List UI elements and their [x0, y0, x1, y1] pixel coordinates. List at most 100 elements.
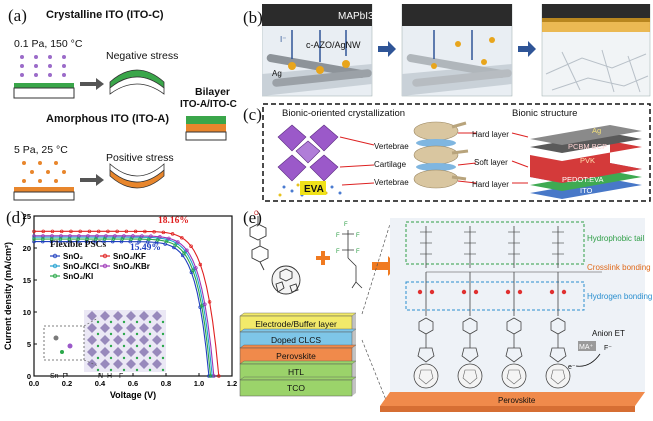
legend-entry: SnO₂/KBr — [113, 262, 150, 271]
inset-lattice — [43, 310, 166, 372]
series-point — [69, 229, 73, 234]
arrow-right-icon — [80, 78, 104, 90]
series-point — [164, 239, 169, 244]
series-point — [104, 234, 108, 238]
series-point — [185, 248, 189, 252]
bilayer-substrate — [185, 131, 227, 141]
series-point — [149, 234, 153, 238]
series-point — [95, 234, 99, 238]
purple-deposition-dots — [20, 55, 66, 77]
series-point — [77, 234, 81, 238]
cartilage-label: Cartilage — [374, 160, 407, 169]
series-point — [161, 230, 166, 235]
bilayer-title: Bilayer — [195, 86, 231, 98]
series-point — [86, 234, 90, 238]
x-tick-label: 1.2 — [227, 379, 237, 388]
fullerene-ball — [545, 363, 571, 389]
series-point — [167, 236, 171, 241]
series-point — [59, 229, 64, 234]
amorphous-title: Amorphous ITO (ITO-A) — [46, 113, 170, 125]
stack-layer-label: Doped CLCS — [271, 335, 321, 345]
series-point — [96, 229, 101, 234]
x-tick-label: 0.0 — [29, 379, 39, 388]
series-point — [102, 237, 107, 241]
hard-layer-label-2: Hard layer — [472, 180, 509, 189]
series-line-3 — [34, 235, 215, 377]
panel-label-b: (b) — [243, 8, 263, 27]
series-line-4 — [34, 238, 212, 377]
series-point — [152, 229, 156, 234]
x-tick-label: 0.2 — [62, 379, 72, 388]
series-point — [194, 266, 198, 270]
spine-illustration — [413, 121, 469, 189]
y-tick-label: 10 — [23, 308, 31, 317]
series-line-0 — [34, 241, 210, 377]
positive-stress-label: Positive stress — [106, 152, 174, 164]
series-point — [124, 229, 129, 234]
arrow-right-icon-b1 — [378, 41, 396, 57]
series-point — [198, 262, 203, 267]
hard-layer-label-1: Hard layer — [472, 130, 509, 139]
panel-c-graphics: Bionic-oriented crystallization Bionic s… — [262, 103, 651, 202]
y-tick-label: 0 — [27, 372, 31, 381]
series-point — [176, 240, 180, 244]
series-point — [32, 237, 36, 241]
inset-label-snf: Sn–F — [50, 373, 67, 380]
series-point — [133, 229, 138, 234]
bilayer-orange — [186, 124, 226, 132]
fullerene-ball — [457, 363, 483, 389]
hbond-box — [405, 281, 585, 311]
molecular-chains — [413, 226, 602, 389]
panel-label-c: (c) — [243, 105, 262, 124]
series-point — [143, 229, 147, 234]
x-axis-label: Voltage (V) — [110, 390, 156, 400]
legend-entry: SnO₂/KCl — [63, 262, 99, 271]
series-point — [207, 300, 212, 304]
vertebrae-label-1: Vertebrae — [374, 142, 409, 151]
bilayer-subtitle: ITO-A/ITO-C — [180, 99, 237, 110]
bionic-structure-title: Bionic structure — [512, 108, 577, 119]
fullerene-ball — [413, 363, 439, 389]
degraded-network — [545, 49, 649, 93]
series-point — [76, 237, 80, 241]
panel-label-e: (e) — [243, 208, 262, 227]
x-tick-label: 0.8 — [161, 379, 171, 388]
series-point — [87, 229, 92, 234]
orange-deposition-dots — [22, 161, 66, 183]
bionic-crystallization-title: Bionic-oriented crystallization — [282, 108, 405, 119]
series-point — [106, 229, 110, 234]
substrate-a — [13, 191, 75, 201]
series-point — [191, 268, 195, 273]
x-tick-label: 0.6 — [128, 379, 138, 388]
series-point — [120, 237, 125, 241]
series-point — [49, 237, 54, 241]
y-tick-label: 5 — [27, 340, 31, 349]
arrow-right-icon-b2 — [518, 41, 536, 57]
mapbi3-layer — [262, 4, 372, 26]
vertebrae-label-2: Vertebrae — [374, 178, 409, 187]
fullerene-ball — [501, 363, 527, 389]
fullerene-molecule — [249, 216, 301, 295]
svg-text:O: O — [254, 211, 259, 217]
svg-text:F: F — [336, 249, 340, 255]
dashed-frame — [262, 103, 651, 202]
series-point — [122, 234, 126, 238]
svg-text:F: F — [344, 222, 348, 228]
jv-series — [32, 229, 221, 378]
series-point — [180, 235, 184, 240]
crystalline-conditions: 0.1 Pa, 150 °C — [14, 38, 83, 50]
svg-text:F: F — [356, 233, 360, 239]
series-point — [158, 235, 162, 239]
panel-b-graphics: MAPbI3 c-AZO/AgNW I⁻ Ag — [262, 4, 651, 97]
perovskite-base-label: Perovskite — [498, 396, 536, 405]
series-point — [111, 237, 116, 241]
electron-label: e⁻ — [568, 364, 576, 371]
green-film — [14, 83, 74, 88]
crystalline-title: Crystalline ITO (ITO-C) — [46, 9, 164, 21]
molecular-layer-bg — [390, 218, 645, 392]
pce-annotation-top: 18.16% — [158, 216, 189, 226]
negative-stress-substrate — [109, 76, 165, 95]
